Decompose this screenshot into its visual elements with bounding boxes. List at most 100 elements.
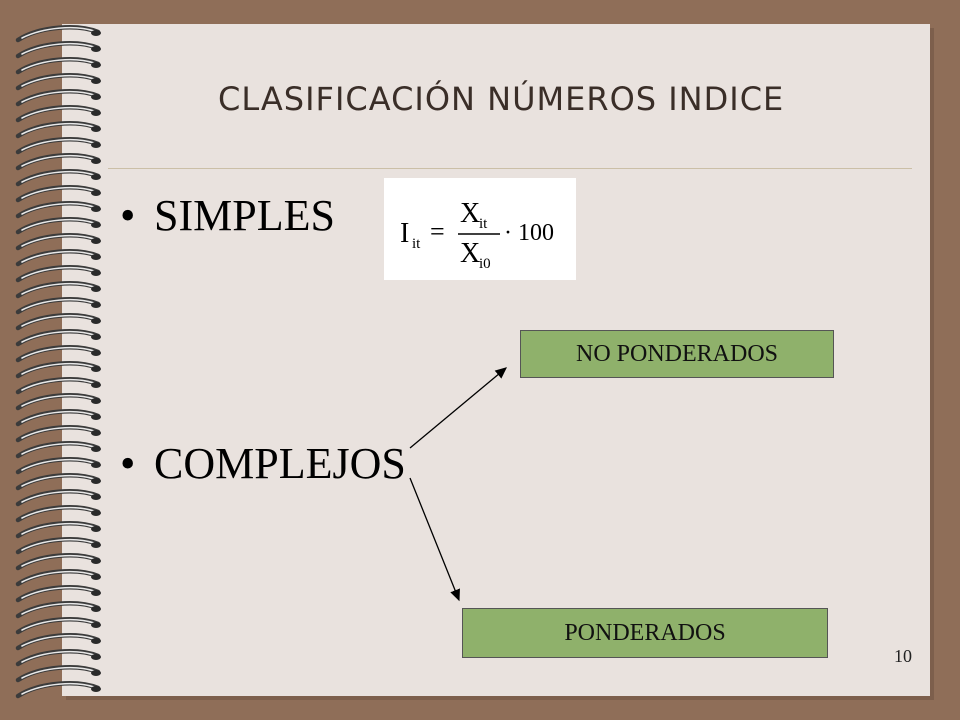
- spiral-hole: [91, 126, 101, 132]
- bullet-dot: •: [120, 439, 136, 488]
- spiral-hole: [91, 574, 101, 580]
- index-formula: I it = X it X i0 · 100: [400, 198, 554, 272]
- spiral-hole: [91, 46, 101, 52]
- spiral-ring-highlight: [21, 410, 95, 423]
- spiral-ring-highlight: [21, 378, 95, 391]
- formula-lhs: I: [400, 218, 409, 249]
- spiral-ring-highlight: [21, 490, 95, 503]
- spiral-binding: [15, 25, 101, 699]
- spiral-hole: [91, 174, 101, 180]
- spiral-ring-highlight: [21, 602, 95, 615]
- spiral-hole: [91, 510, 101, 516]
- spiral-ring-highlight: [21, 90, 95, 103]
- spiral-hole: [91, 270, 101, 276]
- formula-denominator: X: [460, 238, 480, 269]
- spiral-ring-highlight: [21, 122, 95, 135]
- spiral-hole: [91, 542, 101, 548]
- spiral-ring-highlight: [21, 538, 95, 551]
- page-number: 10: [894, 646, 912, 666]
- spiral-hole: [91, 286, 101, 292]
- spiral-ring-highlight: [21, 618, 95, 631]
- spiral-hole: [91, 30, 101, 36]
- spiral-hole: [91, 526, 101, 532]
- spiral-hole: [91, 334, 101, 340]
- spiral-ring-highlight: [21, 314, 95, 327]
- spiral-hole: [91, 414, 101, 420]
- arrow-to-ponderados: [409, 477, 460, 602]
- spiral-ring-highlight: [21, 282, 95, 295]
- spiral-hole: [91, 558, 101, 564]
- spiral-hole: [91, 206, 101, 212]
- spiral-ring-highlight: [21, 634, 95, 647]
- spiral-ring-highlight: [21, 474, 95, 487]
- spiral-ring-highlight: [21, 234, 95, 247]
- spiral-hole: [91, 62, 101, 68]
- spiral-ring-highlight: [21, 682, 95, 695]
- formula-denominator-sub: i0: [479, 256, 491, 272]
- spiral-hole: [91, 318, 101, 324]
- formula-image: I it = X it X i0 · 100: [384, 178, 576, 280]
- spiral-ring-highlight: [21, 346, 95, 359]
- spiral-hole: [91, 94, 101, 100]
- spiral-ring-highlight: [21, 298, 95, 311]
- spiral-hole: [91, 190, 101, 196]
- tag-no-ponderados: NO PONDERADOS: [520, 330, 834, 378]
- spiral-ring-highlight: [21, 42, 95, 55]
- formula-multiplier: · 100: [504, 220, 554, 246]
- spiral-ring-highlight: [21, 666, 95, 679]
- spiral-ring-highlight: [21, 554, 95, 567]
- spiral-hole: [91, 654, 101, 660]
- spiral-hole: [91, 254, 101, 260]
- spiral-hole: [91, 302, 101, 308]
- spiral-hole: [91, 622, 101, 628]
- spiral-ring-highlight: [21, 138, 95, 151]
- spiral-hole: [91, 670, 101, 676]
- spiral-hole: [91, 222, 101, 228]
- formula-numerator-sub: it: [479, 216, 488, 232]
- bullet-simples: •SIMPLES: [120, 190, 335, 241]
- spiral-ring-highlight: [21, 250, 95, 263]
- spiral-ring-highlight: [21, 218, 95, 231]
- arrow-to-no-ponderados: [409, 367, 507, 449]
- spiral-hole: [91, 350, 101, 356]
- spiral-ring-highlight: [21, 570, 95, 583]
- spiral-ring-highlight: [21, 506, 95, 519]
- tag-ponderados: PONDERADOS: [462, 608, 828, 658]
- spiral-hole: [91, 446, 101, 452]
- spiral-ring-highlight: [21, 106, 95, 119]
- spiral-hole: [91, 78, 101, 84]
- slide-title: CLASIFICACIÓN NÚMEROS INDICE: [218, 80, 785, 118]
- formula-lhs-sub: it: [412, 236, 421, 252]
- spiral-hole: [91, 686, 101, 692]
- spiral-ring-highlight: [21, 522, 95, 535]
- spiral-ring-highlight: [21, 586, 95, 599]
- bullet-dot: •: [120, 191, 136, 240]
- spiral-ring-highlight: [21, 266, 95, 279]
- spiral-ring-highlight: [21, 58, 95, 71]
- spiral-ring-highlight: [21, 74, 95, 87]
- spiral-ring-highlight: [21, 650, 95, 663]
- spiral-ring-highlight: [21, 186, 95, 199]
- spiral-ring-highlight: [21, 362, 95, 375]
- spiral-ring-highlight: [21, 330, 95, 343]
- spiral-hole: [91, 462, 101, 468]
- spiral-ring-highlight: [21, 154, 95, 167]
- spiral-ring-highlight: [21, 426, 95, 439]
- spiral-hole: [91, 366, 101, 372]
- spiral-ring-highlight: [21, 26, 95, 39]
- formula-numerator: X: [460, 198, 480, 229]
- spiral-hole: [91, 606, 101, 612]
- spiral-hole: [91, 142, 101, 148]
- spiral-hole: [91, 590, 101, 596]
- spiral-hole: [91, 158, 101, 164]
- spiral-hole: [91, 478, 101, 484]
- spiral-ring-highlight: [21, 394, 95, 407]
- spiral-hole: [91, 494, 101, 500]
- spiral-hole: [91, 638, 101, 644]
- spiral-ring-highlight: [21, 442, 95, 455]
- spiral-hole: [91, 238, 101, 244]
- spiral-hole: [91, 110, 101, 116]
- title-divider: [108, 168, 912, 169]
- formula-equals: =: [430, 217, 445, 246]
